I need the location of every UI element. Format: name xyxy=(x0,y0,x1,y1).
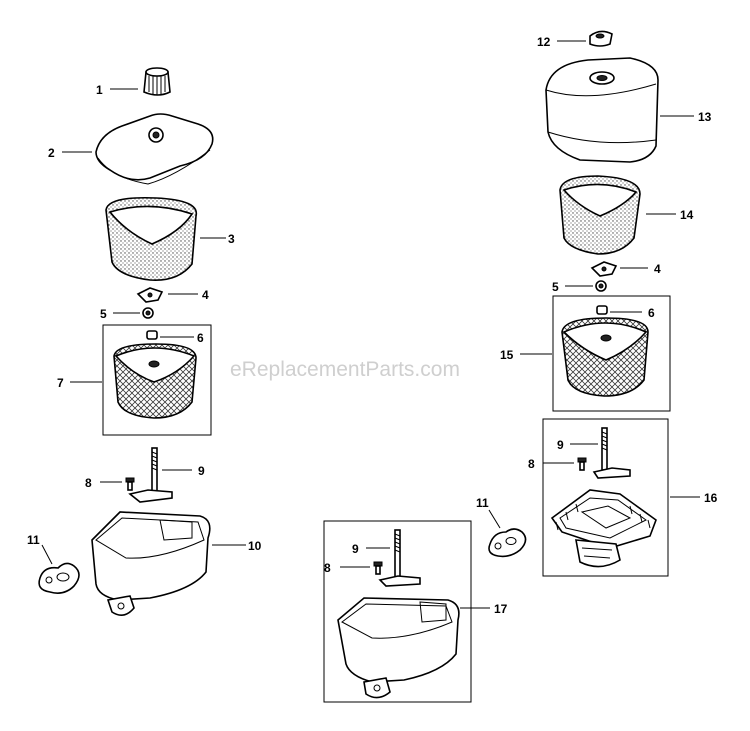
part-17-base[interactable] xyxy=(337,597,460,699)
part-9-stud-bottom[interactable] xyxy=(378,529,421,587)
callout-3: 3 xyxy=(228,232,235,246)
part-12-cap[interactable] xyxy=(589,30,613,47)
callout-14: 14 xyxy=(680,208,694,222)
group-box-16 xyxy=(542,418,669,577)
part-9-stud-right[interactable] xyxy=(592,427,631,479)
callout-16: 16 xyxy=(704,491,718,505)
callout-9-left: 9 xyxy=(198,464,205,478)
callout-12: 12 xyxy=(537,35,551,49)
group-box-7 xyxy=(102,324,212,436)
group-box-15 xyxy=(552,295,671,412)
part-5-nut[interactable] xyxy=(142,307,154,319)
callout-10: 10 xyxy=(248,539,262,553)
part-9-stud-left[interactable] xyxy=(128,447,173,503)
callout-1: 1 xyxy=(96,83,103,97)
callout-11-left: 11 xyxy=(27,533,40,547)
callout-13: 13 xyxy=(698,110,712,124)
part-10-base[interactable] xyxy=(91,511,211,616)
part-2-cover[interactable] xyxy=(95,113,214,185)
group-box-17 xyxy=(323,520,472,703)
part-1-knob[interactable] xyxy=(143,67,171,96)
callout-8-left: 8 xyxy=(85,476,92,490)
part-8-screw-bottom[interactable] xyxy=(373,561,383,575)
callout-11-right: 11 xyxy=(476,496,489,510)
part-11-gasket-left[interactable] xyxy=(38,562,80,594)
part-6-seal[interactable] xyxy=(146,330,158,340)
callout-6-left: 6 xyxy=(197,331,204,345)
part-15-air-element[interactable] xyxy=(561,317,649,397)
part-5-nut-right[interactable] xyxy=(595,280,607,292)
callout-7: 7 xyxy=(57,376,64,390)
part-16-base[interactable] xyxy=(550,489,657,568)
part-4-clip-right[interactable] xyxy=(590,261,618,277)
callout-4-right: 4 xyxy=(654,262,661,276)
part-13-cover[interactable] xyxy=(545,57,659,163)
callout-4-left: 4 xyxy=(202,288,209,302)
callout-9-bottom: 9 xyxy=(352,542,359,556)
callout-5-right: 5 xyxy=(552,280,559,294)
part-3-precleaner[interactable] xyxy=(105,196,198,281)
callout-5-left: 5 xyxy=(100,307,107,321)
part-11-gasket-right[interactable] xyxy=(488,528,527,558)
callout-15: 15 xyxy=(500,348,514,362)
part-4-clip[interactable] xyxy=(136,287,164,303)
watermark-text: eReplacementParts.com xyxy=(230,358,460,381)
part-8-screw-left[interactable] xyxy=(125,477,135,491)
callout-8-bottom: 8 xyxy=(324,561,331,575)
part-7-air-element[interactable] xyxy=(113,343,197,419)
callout-6-right: 6 xyxy=(648,306,655,320)
part-8-screw-right[interactable] xyxy=(577,457,587,471)
callout-9-right: 9 xyxy=(557,438,564,452)
callout-17: 17 xyxy=(494,602,508,616)
callout-2: 2 xyxy=(48,146,55,160)
part-6-seal-right[interactable] xyxy=(596,305,608,315)
callout-8-right: 8 xyxy=(528,457,535,471)
part-14-precleaner[interactable] xyxy=(559,175,641,255)
